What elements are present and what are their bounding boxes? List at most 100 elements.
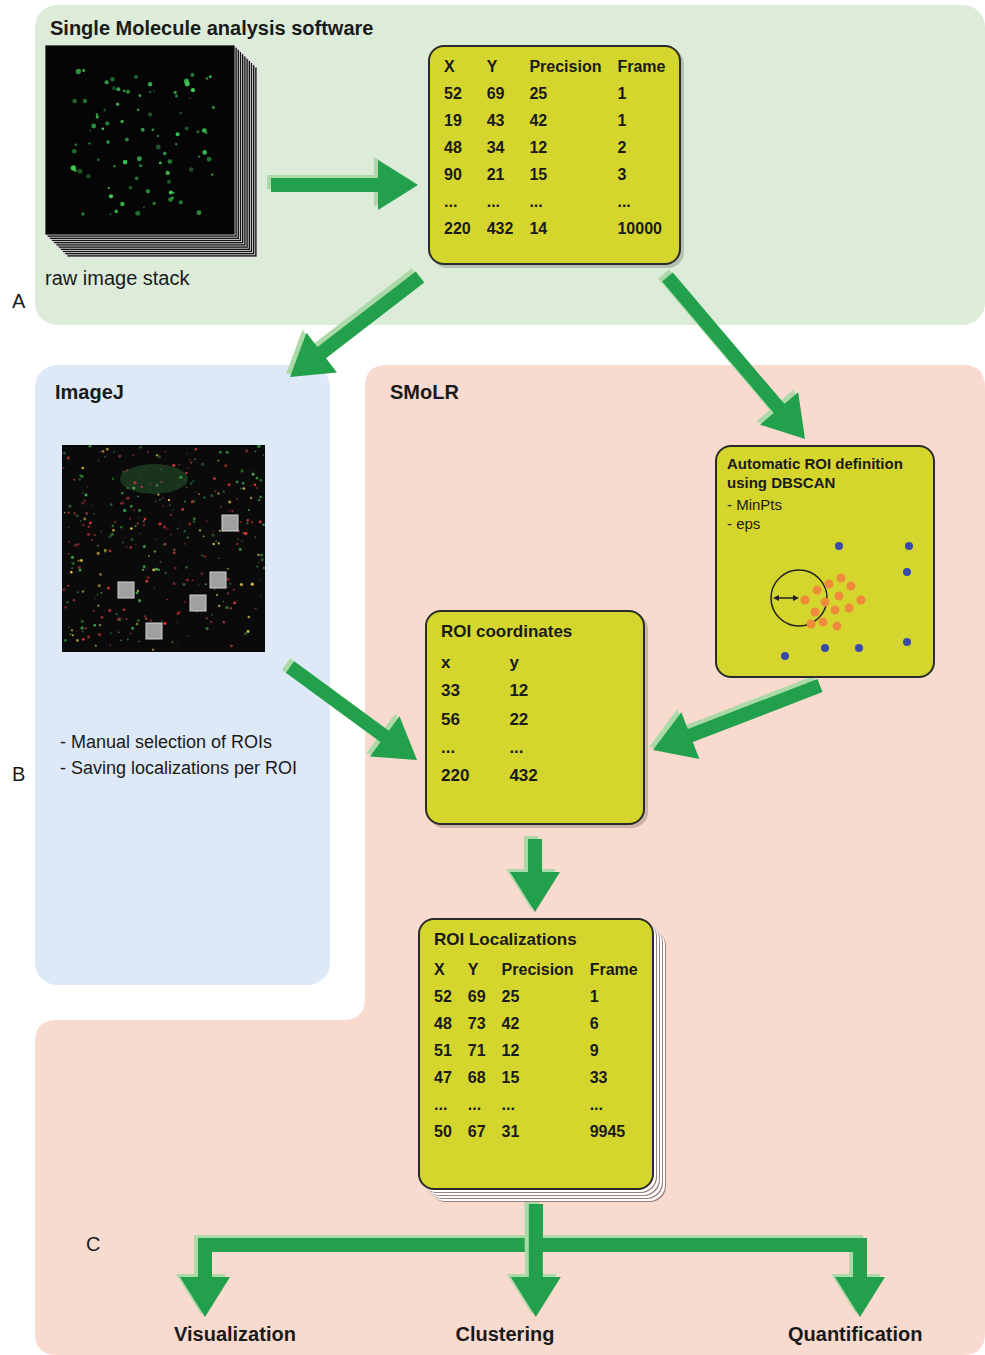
- image-speckle: [228, 483, 231, 486]
- image-speckle: [113, 451, 115, 453]
- region-shape: [35, 365, 985, 1355]
- table-cell: x: [441, 652, 469, 673]
- output-label: Visualization: [174, 1323, 296, 1346]
- image-speckle: [170, 534, 172, 536]
- image-speckle: [84, 627, 87, 630]
- image-speckle: [169, 504, 171, 506]
- image-speckle: [229, 583, 231, 585]
- molecule-spot: [112, 86, 116, 90]
- image-speckle: [227, 592, 230, 595]
- image-speckle: [262, 523, 264, 525]
- image-speckle: [117, 618, 120, 621]
- image-speckle: [213, 534, 214, 535]
- image-speckle: [163, 525, 166, 528]
- image-speckle: [81, 626, 83, 628]
- image-speckle: [152, 648, 154, 650]
- image-speckle: [257, 445, 260, 448]
- arrow-shadow: [507, 1201, 557, 1314]
- table-cell: Precision: [529, 57, 601, 77]
- image-speckle: [84, 500, 86, 502]
- image-speckle: [172, 509, 174, 511]
- arrow-stem: [667, 277, 780, 410]
- image-speckle: [174, 567, 177, 570]
- image-speckle: [120, 526, 122, 528]
- table-cell: 69: [468, 987, 486, 1007]
- title-holder: Single Molecule analysis software: [50, 17, 373, 40]
- molecule-spot: [167, 180, 171, 184]
- molecule-spot: [189, 167, 193, 171]
- image-speckle: [190, 459, 191, 460]
- arrow-stem: [320, 277, 420, 354]
- image-speckle: [135, 622, 138, 625]
- image-speckle: [109, 535, 112, 538]
- image-speckle: [74, 544, 77, 547]
- image-speckle: [186, 486, 187, 487]
- software-band: Single Molecule analysis softwareraw ima…: [35, 5, 985, 325]
- image-speckle: [94, 624, 97, 627]
- arrow-stem: [684, 683, 816, 734]
- region-title: Single Molecule analysis software: [50, 17, 373, 40]
- image-speckle: [97, 545, 99, 547]
- image-speckle: [122, 542, 124, 544]
- molecule-spot: [156, 145, 161, 150]
- arrow-shadow: [506, 836, 556, 909]
- core-point: [845, 603, 854, 612]
- image-speckle: [158, 522, 161, 525]
- table-cell: Frame: [590, 960, 638, 980]
- molecule-spot: [105, 80, 109, 84]
- molecule-spot: [139, 164, 142, 167]
- molecule-spot: [173, 192, 175, 194]
- arrow-head: [506, 869, 556, 909]
- table-cell: 43: [487, 111, 514, 131]
- roi-square: [118, 582, 134, 598]
- molecule-spot: [175, 94, 178, 97]
- image-speckle: [67, 456, 70, 459]
- arrow-stem: [663, 274, 776, 407]
- image-speckle: [187, 536, 189, 538]
- image-speckle: [83, 517, 86, 520]
- molecule-spot: [109, 194, 113, 198]
- image-speckle: [263, 567, 265, 569]
- image-speckle: [73, 512, 76, 515]
- image-speckle: [258, 562, 259, 563]
- image-speckle: [137, 619, 140, 622]
- image-speckle: [104, 551, 106, 553]
- image-speckle: [81, 620, 84, 623]
- arrow-shadow: [267, 157, 414, 207]
- image-speckle: [184, 543, 186, 545]
- image-speckle: [233, 601, 236, 604]
- image-speckle: [218, 605, 220, 607]
- panel-letter-holder: C: [86, 1233, 100, 1256]
- arrow-head: [831, 1274, 881, 1314]
- image-speckle: [144, 615, 147, 618]
- core-point: [821, 597, 830, 606]
- image-speckle: [107, 586, 110, 589]
- arrow-body: [271, 160, 418, 210]
- image-speckle: [139, 533, 140, 534]
- note-holder: - Manual selection of ROIs- Saving local…: [60, 731, 322, 782]
- arrow-head: [374, 157, 414, 207]
- image-speckle: [191, 501, 193, 503]
- image-speckle: [137, 522, 139, 524]
- image-speckle: [239, 548, 242, 551]
- molecule-spot: [212, 106, 215, 109]
- table-cell: 2: [617, 138, 665, 158]
- image-speckle: [259, 520, 262, 523]
- image-speckle: [260, 554, 263, 557]
- image-speckle: [227, 568, 229, 570]
- molecule-spot: [77, 169, 82, 174]
- image-speckle: [154, 467, 155, 468]
- arrow-head: [510, 872, 560, 912]
- image-speckle: [255, 608, 257, 610]
- eps-arrow: [777, 597, 795, 599]
- image-speckle: [82, 590, 85, 593]
- image-speckle: [203, 555, 206, 558]
- image-speckle: [82, 492, 83, 493]
- molecule-spot: [135, 211, 140, 216]
- molecule-spot: [101, 127, 104, 130]
- image-speckle: [164, 572, 167, 575]
- image-speckle: [255, 536, 256, 537]
- arrow-stem: [271, 178, 380, 192]
- image-speckle: [91, 539, 93, 541]
- image-speckle: [89, 445, 92, 448]
